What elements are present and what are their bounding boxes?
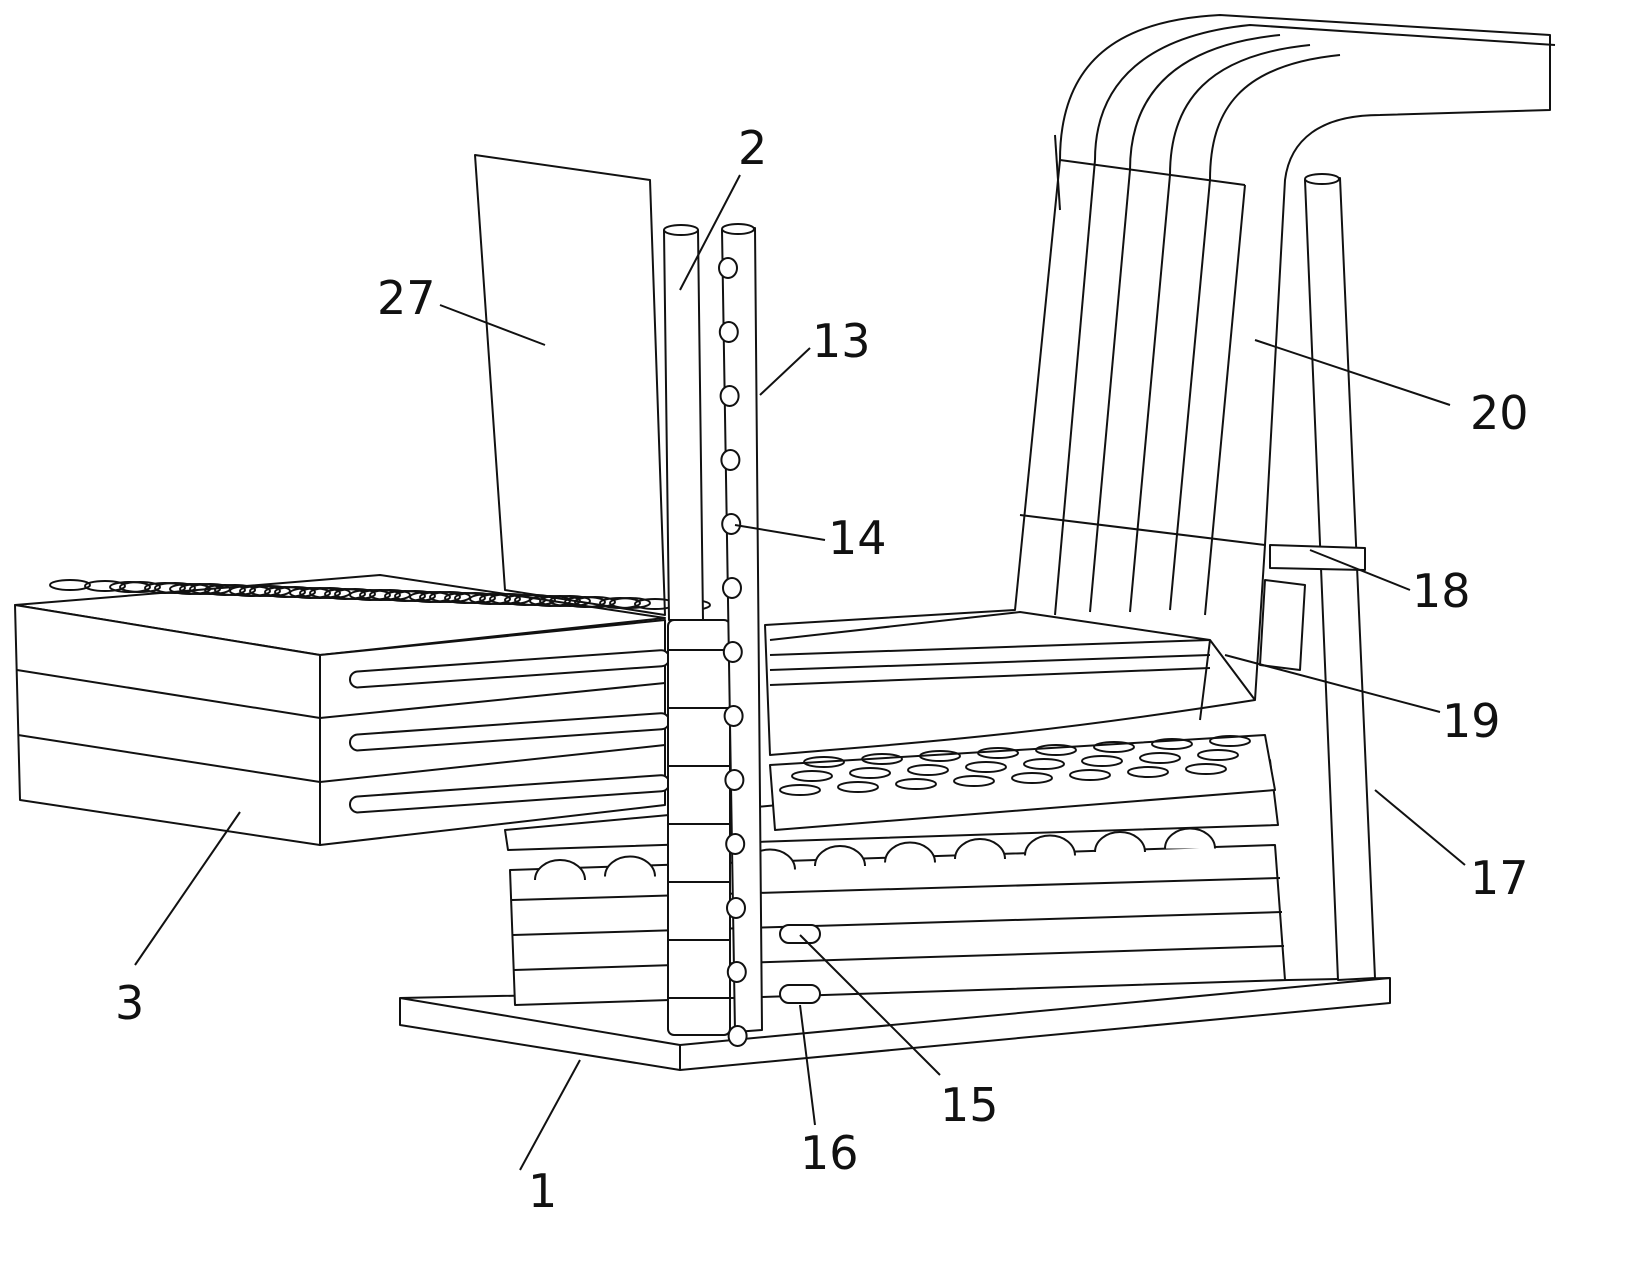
label-18: 18 <box>1412 568 1471 614</box>
label-2: 2 <box>738 125 767 171</box>
label-20: 20 <box>1470 390 1529 436</box>
peg <box>728 962 746 982</box>
peg <box>719 258 737 278</box>
upper-tray-stack <box>15 575 710 845</box>
peg <box>720 322 738 342</box>
peg <box>724 642 742 662</box>
peg <box>725 706 743 726</box>
chute <box>765 15 1555 755</box>
tray-hole <box>50 580 90 590</box>
label-1: 1 <box>528 1168 557 1214</box>
peg <box>729 1026 747 1046</box>
baffle-plate <box>475 155 665 615</box>
label-3: 3 <box>115 980 144 1026</box>
peg <box>725 770 743 790</box>
label-13: 13 <box>812 318 871 364</box>
peg <box>721 386 739 406</box>
label-27: 27 <box>377 275 436 321</box>
label-17: 17 <box>1470 855 1529 901</box>
ball <box>535 860 585 880</box>
ball <box>955 839 1005 859</box>
peg <box>727 898 745 918</box>
peg <box>722 514 740 534</box>
vertical-posts <box>664 224 762 1046</box>
ball <box>1165 829 1215 849</box>
tray-hole <box>85 581 125 591</box>
peg <box>723 578 741 598</box>
peg <box>721 450 739 470</box>
ball <box>1095 832 1145 852</box>
ball <box>1025 836 1075 856</box>
ball <box>885 843 935 863</box>
peg <box>726 834 744 854</box>
label-15: 15 <box>940 1082 999 1128</box>
label-16: 16 <box>800 1130 859 1176</box>
ball <box>605 857 655 877</box>
label-19: 19 <box>1442 698 1501 744</box>
label-14: 14 <box>828 515 887 561</box>
ball <box>815 846 865 866</box>
